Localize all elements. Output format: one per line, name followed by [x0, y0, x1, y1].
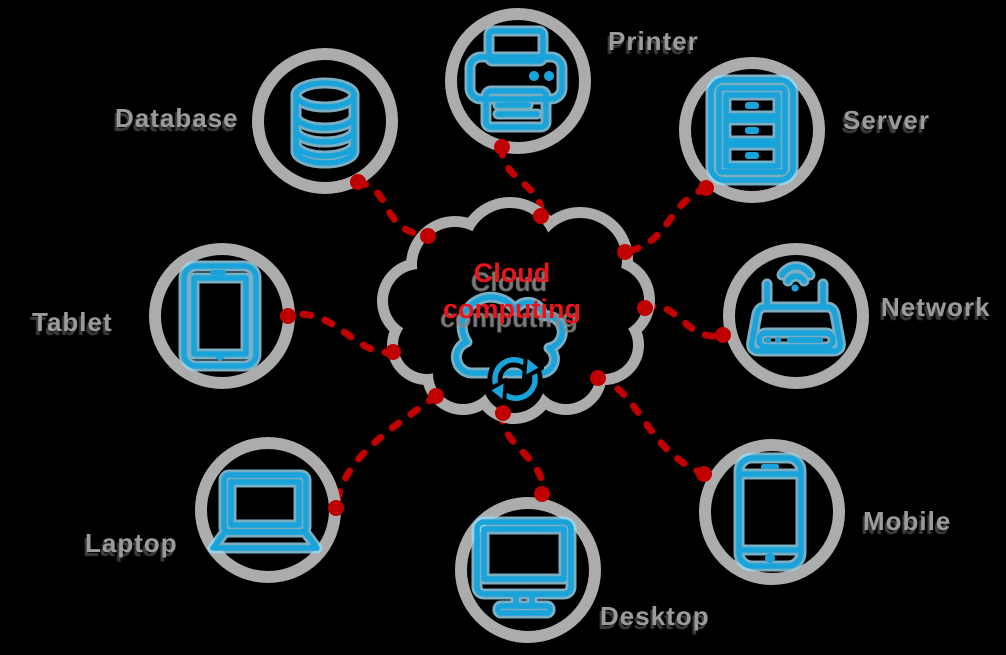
connector-database [354, 178, 432, 240]
connector-server [621, 184, 710, 256]
server-cabinet-icon [711, 80, 793, 180]
node-mobile [699, 439, 845, 585]
label-database: Database [115, 103, 239, 133]
label-tablet: Tablet [32, 307, 113, 337]
label-desktop: Desktop [600, 601, 710, 631]
connector-desktop [499, 409, 546, 498]
label-network: Network [881, 292, 991, 322]
label-laptop: Laptop [85, 528, 178, 558]
center-caption: Cloud computing [407, 255, 617, 327]
node-printer [445, 8, 591, 154]
node-laptop [195, 437, 341, 583]
connector-mobile [594, 374, 708, 478]
connector-tablet [284, 310, 397, 356]
center-caption-line2: computing [443, 294, 581, 324]
label-server: Server [843, 105, 930, 135]
label-printer: Printer [608, 26, 699, 56]
sync-arrows-icon [486, 352, 544, 406]
node-desktop [455, 497, 601, 643]
label-mobile: Mobile [863, 506, 952, 536]
connector-dots [280, 139, 731, 516]
node-database [252, 48, 398, 194]
cloud-sync-icon [456, 297, 562, 406]
connector-network [641, 302, 727, 340]
connector-laptop [332, 392, 440, 512]
node-server [679, 57, 825, 203]
center-caption-line1: Cloud [473, 258, 551, 288]
node-network [723, 243, 869, 389]
node-tablet [149, 243, 295, 389]
